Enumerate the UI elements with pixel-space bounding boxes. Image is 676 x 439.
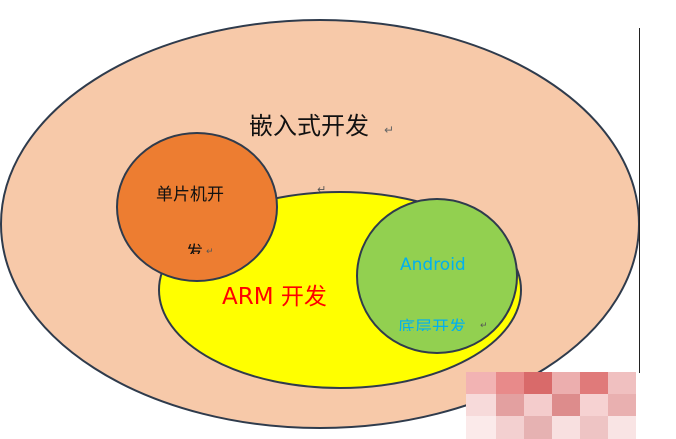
mcu-paragraph-mark: ↵ [206, 247, 214, 257]
android-paragraph-mark: ↵ [480, 321, 488, 331]
pixelated-watermark [466, 372, 636, 439]
android-dev-label-line2: 底层开发 [398, 318, 466, 338]
mcu-dev-label-line2: 发 [186, 243, 203, 263]
mcu-dev-label-line1: 单片机开 [156, 185, 224, 205]
android-dev-label-line1: Android [400, 255, 466, 275]
stray-paragraph-mark: ↵ [317, 183, 326, 196]
mcu-dev-circle [116, 132, 278, 282]
android-dev-circle [356, 198, 518, 354]
embedded-dev-label: 嵌入式开发 [249, 112, 369, 140]
paragraph-mark: ↵ [384, 123, 394, 137]
arm-dev-label: ARM 开发 [222, 284, 327, 310]
page-boundary-line [639, 28, 640, 373]
